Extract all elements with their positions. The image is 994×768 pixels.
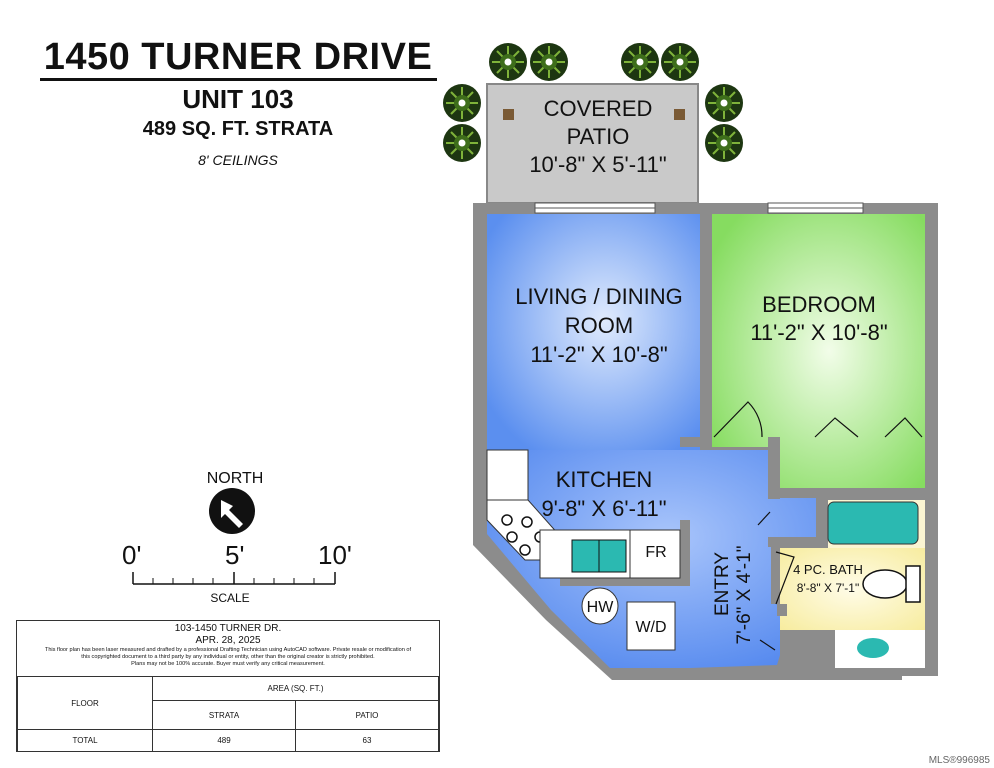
tree-icon <box>620 42 660 82</box>
info-disclaimer-1: This floor plan has been laser measured … <box>44 647 412 653</box>
scale-bar <box>132 572 336 585</box>
patio-label-2: PATIO <box>567 124 630 149</box>
fridge-label: FR <box>645 544 666 561</box>
bedroom-dims: 11'-2" X 10'-8" <box>750 320 887 345</box>
interior-wall <box>768 437 780 499</box>
patio-area <box>486 83 699 204</box>
info-address: 103-1450 TURNER DR. <box>174 623 282 634</box>
info-disclaimer-3: Plans may not be 100% accurate. Buyer mu… <box>131 661 325 667</box>
mls-watermark: MLS®996985 <box>928 755 990 766</box>
kitchen-dims: 9'-8" X 6'-11" <box>541 496 666 521</box>
tree-icon <box>442 83 482 123</box>
patio-post <box>674 109 685 120</box>
kitchen-label: KITCHEN <box>556 467 653 492</box>
patio-total: 63 <box>295 729 439 752</box>
property-address-title: 1450 TURNER DRIVE <box>43 36 433 78</box>
tree-icon <box>488 42 528 82</box>
square-footage: 489 SQ. FT. STRATA <box>142 118 334 140</box>
patio-label: COVERED <box>544 96 653 121</box>
interior-wall <box>700 214 712 440</box>
info-date: APR. 28, 2025 <box>195 635 261 646</box>
bath-dims: 8'-8" X 7'-1" <box>797 581 859 595</box>
interior-wall <box>768 537 826 547</box>
area-table: FLOOR AREA (SQ. FT.) STRATA PATIO TOTAL … <box>17 676 439 752</box>
toilet-tank <box>905 565 921 603</box>
interior-wall <box>680 437 712 447</box>
bath-label: 4 PC. BATH <box>793 562 863 577</box>
tree-icon <box>704 83 744 123</box>
area-header: AREA (SQ. FT.) <box>152 676 439 701</box>
north-arrow-icon <box>209 488 255 534</box>
north-label: NORTH <box>206 470 264 487</box>
bathroom-sink-icon <box>857 638 889 658</box>
bedroom-label: BEDROOM <box>762 292 876 317</box>
living-room-area <box>487 214 700 450</box>
interior-wall <box>816 488 828 548</box>
kitchen-counter <box>486 449 529 501</box>
tree-icon <box>529 42 569 82</box>
title-underline <box>40 78 437 81</box>
patio-post <box>503 109 514 120</box>
patio-dims: 10'-8" X 5'-11" <box>529 152 666 177</box>
water-heater-label: HW <box>587 599 615 616</box>
washer-dryer <box>626 601 676 651</box>
interior-wall <box>777 604 787 616</box>
entry-dims: 7'-6" X 4'-1" <box>734 546 755 645</box>
scale-label: SCALE <box>210 591 250 605</box>
info-box: 103-1450 TURNER DR. APR. 28, 2025 This f… <box>16 620 440 752</box>
living-label-2: ROOM <box>565 313 633 338</box>
scale-tick-10: 10' <box>318 540 352 570</box>
bedroom-area <box>712 214 925 488</box>
scale-tick-5: 5' <box>225 540 245 570</box>
door-swings <box>713 401 923 651</box>
living-label: LIVING / DINING <box>515 284 682 309</box>
toilet-icon <box>862 569 908 599</box>
info-disclaimer-2: this copyrighted document to a third par… <box>81 654 375 660</box>
washer-dryer-label: W/D <box>635 619 666 636</box>
water-heater <box>581 587 619 625</box>
interior-wall <box>680 520 690 580</box>
fridge <box>629 529 681 579</box>
tree-icon <box>704 123 744 163</box>
entry-label: ENTRY <box>712 552 733 616</box>
ceiling-height: 8' CEILINGS <box>198 152 278 168</box>
scale-tick-0: 0' <box>122 540 142 570</box>
bathtub-icon <box>827 501 919 545</box>
unit-number: UNIT 103 <box>182 84 294 114</box>
tree-icon <box>660 42 700 82</box>
living-dims: 11'-2" X 10'-8" <box>530 342 667 367</box>
patio-header: PATIO <box>295 700 439 730</box>
interior-wall <box>560 578 690 586</box>
interior-wall <box>825 630 835 670</box>
tree-icon <box>442 123 482 163</box>
